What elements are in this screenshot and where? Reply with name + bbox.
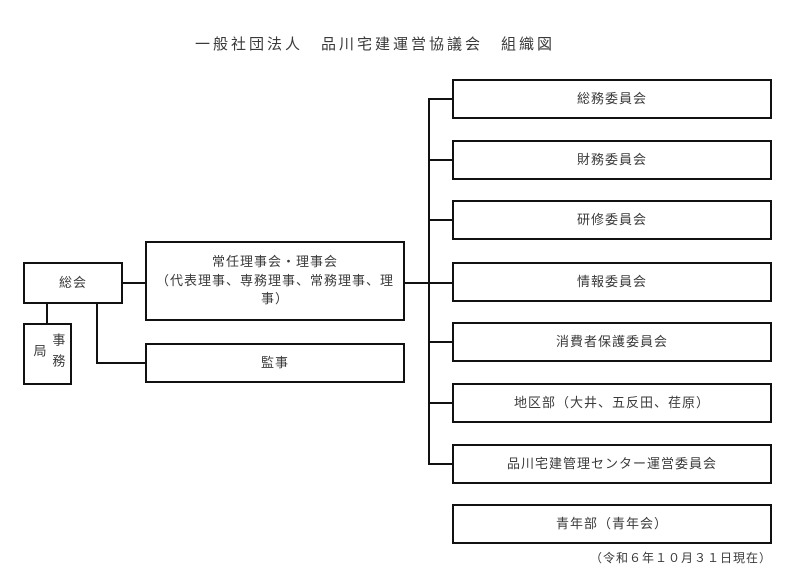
- committee-label: 青年部（青年会）: [555, 515, 668, 531]
- committee-label: 品川宅建管理センター運営委員会: [506, 455, 717, 471]
- node-general-meeting-label: 総会: [58, 274, 87, 290]
- node-committee-training: 研修委員会: [452, 200, 772, 240]
- node-management-center-committee: 品川宅建管理センター運営委員会: [452, 444, 772, 484]
- node-committee-information: 情報委員会: [452, 262, 772, 302]
- committee-label: 財務委員会: [576, 151, 647, 167]
- committee-label: 研修委員会: [576, 211, 647, 227]
- node-committee-general-affairs: 総務委員会: [452, 79, 772, 119]
- node-district-division: 地区部（大井、五反田、荏原）: [452, 383, 772, 423]
- node-board-members: （代表理事、専務理事、常務理事、理事）: [155, 272, 394, 307]
- node-committee-consumer-protection: 消費者保護委員会: [452, 322, 772, 362]
- committee-label: 地区部（大井、五反田、荏原）: [513, 394, 710, 410]
- node-board-title: 常任理事会・理事会: [211, 253, 338, 269]
- node-general-meeting: 総会: [23, 262, 123, 304]
- node-secretariat: 事務局: [23, 323, 72, 385]
- committee-label: 消費者保護委員会: [555, 333, 668, 349]
- node-auditor: 監事: [145, 343, 405, 383]
- node-auditor-label: 監事: [260, 354, 289, 370]
- date-note: （令和６年１０月３１日現在）: [589, 551, 772, 565]
- committee-label: 総務委員会: [576, 90, 647, 106]
- committee-label: 情報委員会: [576, 273, 647, 289]
- node-board-of-directors: 常任理事会・理事会 （代表理事、専務理事、常務理事、理事）: [145, 241, 405, 321]
- connector-soukai-auditor: [96, 303, 146, 364]
- page-title: 一般社団法人 品川宅建運営協議会 組織図: [194, 36, 555, 53]
- node-youth-division: 青年部（青年会）: [452, 504, 772, 544]
- node-secretariat-label: 事務局: [31, 333, 66, 375]
- node-committee-finance: 財務委員会: [452, 140, 772, 180]
